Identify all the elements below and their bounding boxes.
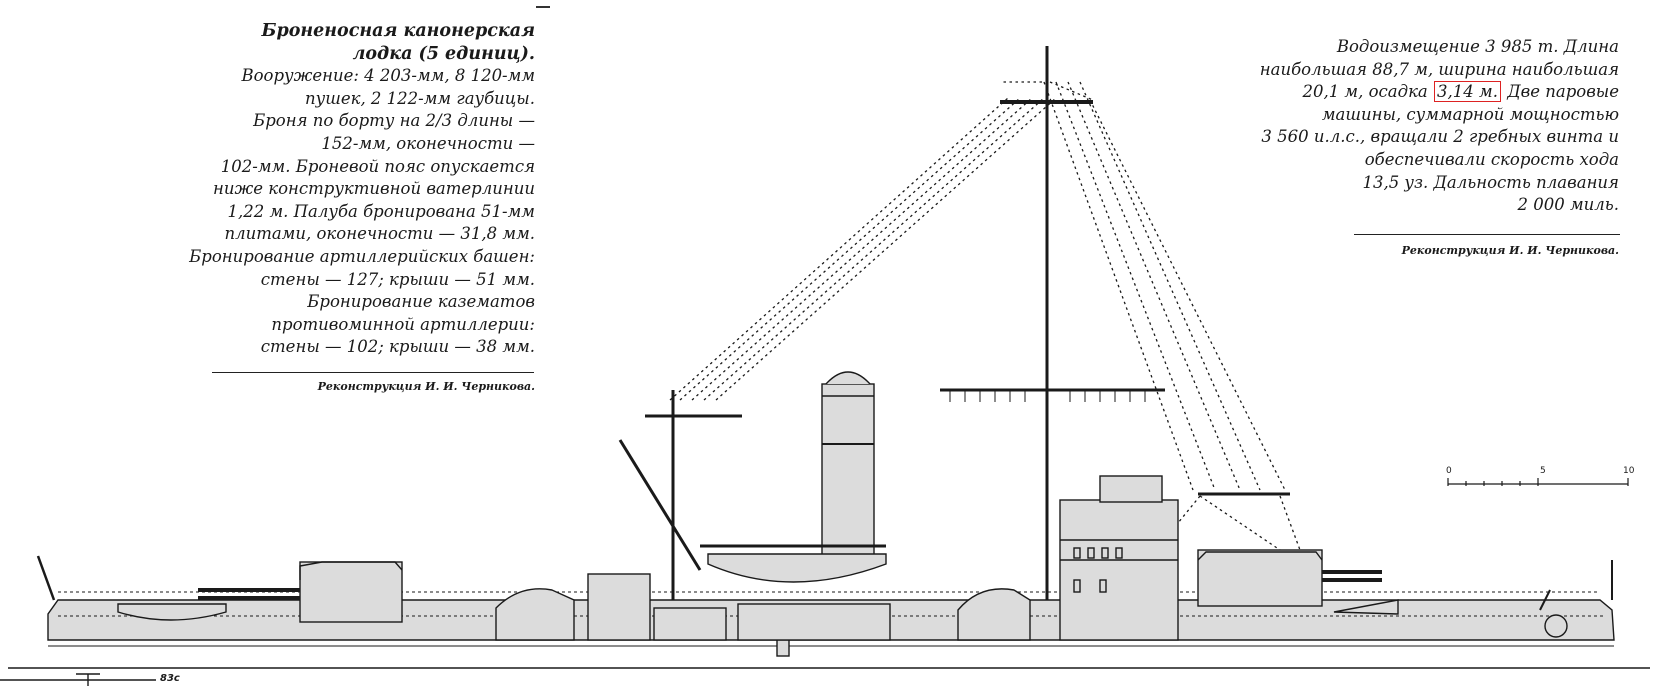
left-text-line: Бронирование казематов (307, 292, 535, 312)
left-text-line: стены — 127; крыши — 51 мм. (260, 269, 535, 289)
right-text-line: 2 000 миль. (1517, 195, 1619, 215)
left-text-line: пушек, 2 122-мм гаубицы. (305, 88, 535, 108)
right-reconstruction-credit: Реконструкция И. И. Черникова. (1401, 244, 1619, 257)
right-text-line: Водоизмещение 3 985 т. Длина (1336, 37, 1619, 56)
left-text-line: Броня по борту на 2/3 длины — (253, 111, 535, 131)
aft-bridge (1059, 475, 1179, 641)
right-credit-rule (1354, 234, 1620, 236)
boat-fore (117, 603, 227, 621)
left-text-line: стены — 102; крыши — 38 мм. (260, 337, 535, 357)
right-text-line: 13,5 уз. Дальность плавания (1362, 172, 1619, 192)
scale-label-0: 0 (1446, 466, 1452, 476)
aft-casemate (957, 588, 1031, 641)
ship-type-heading-line-1: Броненосная канонерская (261, 21, 535, 41)
bottom-mark-label: 83с (160, 673, 180, 684)
boat-midship (707, 553, 887, 583)
scale-label-5: 5 (1540, 466, 1546, 476)
armament-armor-description: Броненосная канонерская лодка (5 единиц)… (75, 20, 535, 359)
draught-value-highlight: 3,14 м. (1434, 81, 1501, 103)
left-reconstruction-credit: Реконструкция И. И. Черникова. (317, 380, 535, 393)
aft-turret (1197, 549, 1382, 607)
scale-bar (1447, 478, 1629, 486)
left-text-line: 152-мм, оконечности — (321, 133, 535, 153)
left-text-line: противоминной артиллерии: (271, 314, 535, 334)
left-text-line: Вооружение: 4 203-мм, 8 120-мм (241, 66, 535, 86)
right-text-line: машины, суммарной мощностью (1321, 104, 1619, 124)
draught-mark (0, 673, 156, 686)
draught-prefix: 20,1 м, осадка (1302, 82, 1428, 102)
ship-type-heading-line-2: лодка (5 единиц). (352, 43, 535, 64)
funnel (821, 371, 875, 565)
casemate-gun (495, 588, 575, 641)
fore-mast (618, 390, 742, 600)
top-rule-mark (536, 6, 550, 8)
left-text-line: Бронирование артиллерийских башен: (189, 246, 535, 266)
right-text-line: 3 560 и.л.с., вращали 2 гребных винта и (1261, 127, 1619, 147)
left-credit-rule (212, 372, 534, 374)
yard-lines (949, 390, 1146, 402)
fore-turret (198, 561, 403, 623)
scale-label-10: 10 (1623, 466, 1635, 476)
left-text-line: ниже конструктивной ватерлинии (212, 179, 535, 199)
left-text-line: 1,22 м. Палуба бронирована 51-мм (227, 201, 536, 221)
draught-suffix: Две паровые (1507, 82, 1619, 102)
rigging-lines (669, 81, 1301, 551)
main-mast (940, 46, 1290, 640)
left-text-line: плитами, оконечности — 31,8 мм. (224, 224, 535, 244)
dimensions-propulsion-description: Водоизмещение 3 985 т. Длина наибольшая … (1159, 36, 1619, 217)
boat-aft (1333, 599, 1399, 615)
anchor-capstan (1544, 614, 1568, 638)
left-text-line: 102-мм. Броневой пояс опускается (220, 156, 535, 176)
right-text-line: обеспечивали скорость хода (1364, 149, 1619, 169)
right-text-line: наибольшая 88,7 м, ширина наибольшая (1259, 59, 1619, 79)
draught-line: 20,1 м, осадка 3,14 м. Две паровые (1159, 81, 1619, 104)
